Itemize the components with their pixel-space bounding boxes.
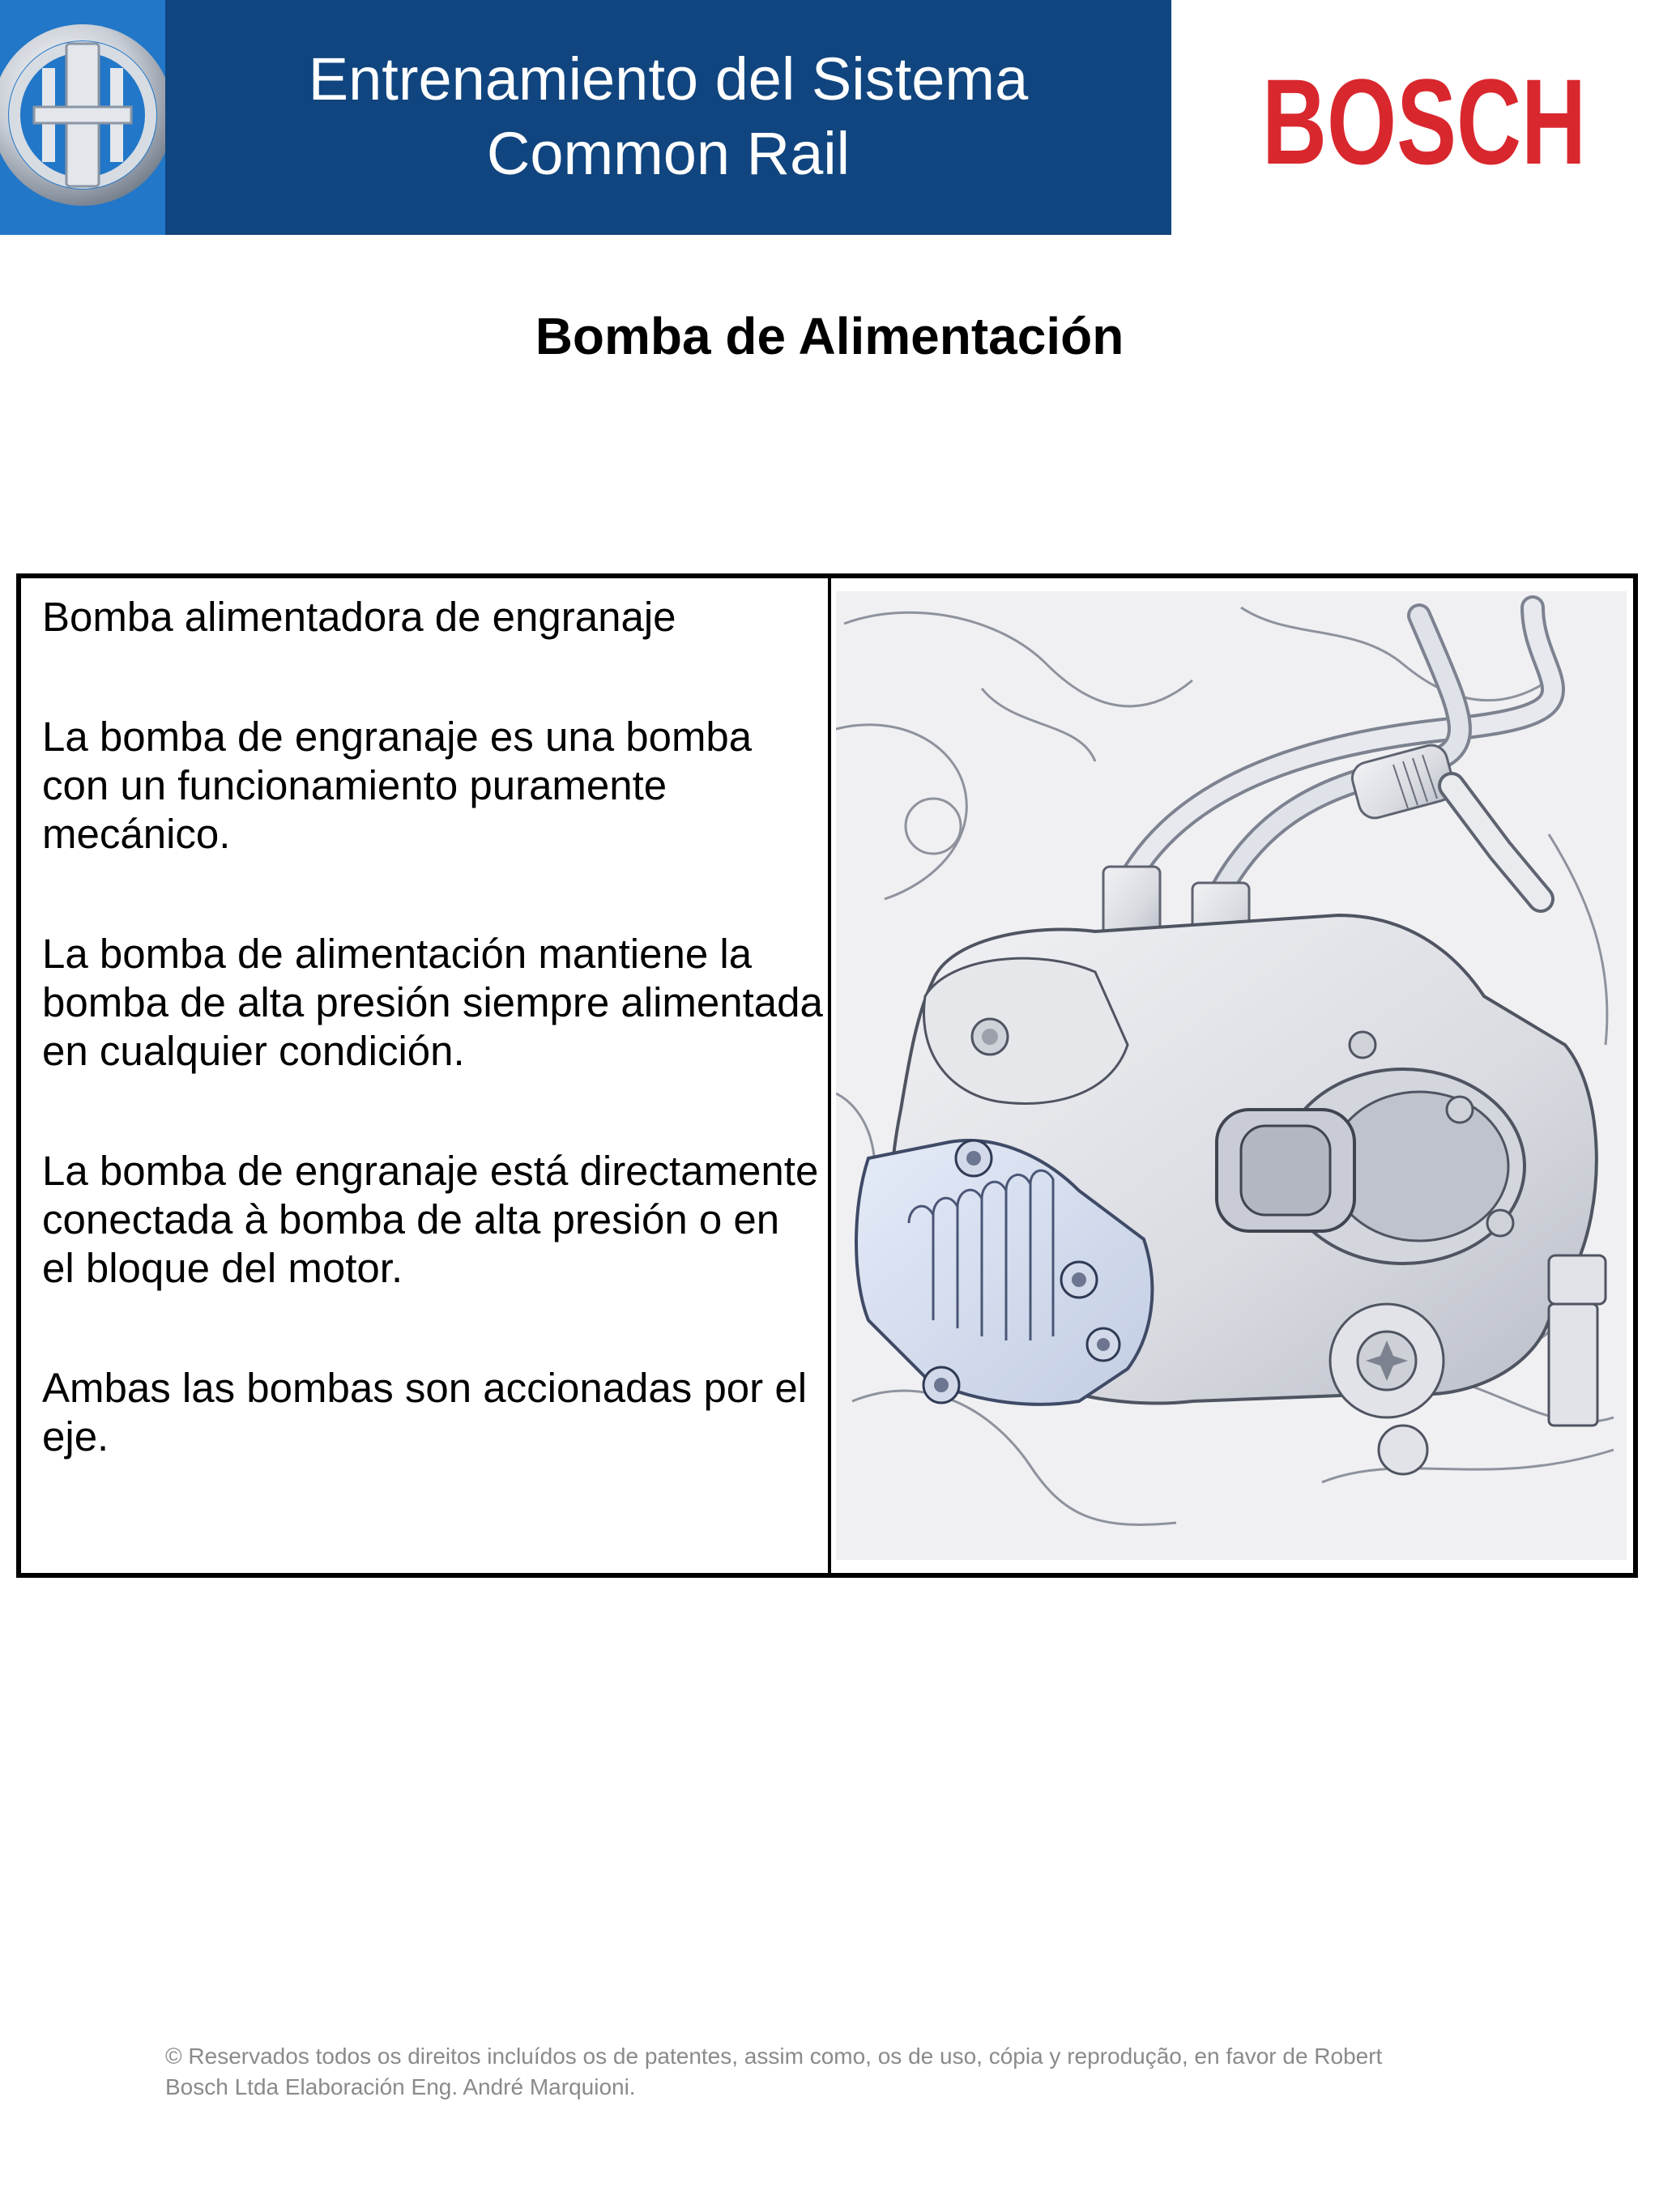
- bosch-brand-wordmark: BOSCH: [1262, 53, 1586, 177]
- paragraph-connection: La bomba de engranaje está directamente …: [42, 1148, 819, 1291]
- logo-box: [0, 0, 165, 235]
- column-divider: [828, 578, 831, 1573]
- header-title-line2: Common Rail: [486, 120, 851, 187]
- paragraph-shaft: Ambas las bombas son accionadas por el e…: [42, 1365, 808, 1460]
- paragraph-gear-pump: La bomba de engranaje es una bomba con u…: [42, 714, 753, 857]
- brand-text: BOSCH: [1262, 53, 1586, 177]
- footer-copyright: © Reservados todos os direitos incluídos…: [165, 2041, 1542, 2103]
- text-column: Bomba alimentadora de engranaje La bomba…: [42, 593, 823, 1532]
- high-pressure-pump-with-gear-pump-illustration: [836, 591, 1627, 1560]
- content-table: Bomba alimentadora de engranaje La bomba…: [16, 573, 1638, 1578]
- footer-copyright-line1: © Reservados todos os direitos incluídos…: [165, 2044, 1383, 2069]
- header-title: Entrenamiento del Sistema Common Rail: [165, 42, 1171, 191]
- header-title-line1: Entrenamiento del Sistema: [308, 45, 1029, 113]
- bosch-armature-logo-icon: [0, 24, 165, 206]
- page-title: Bomba de Alimentación: [535, 307, 1124, 365]
- paragraph-supply-pump: La bomba de alimentación mantiene la bom…: [42, 931, 823, 1074]
- paragraph-heading: Bomba alimentadora de engranaje: [42, 594, 676, 640]
- header-band: Entrenamiento del Sistema Common Rail: [0, 0, 1171, 235]
- footer-copyright-line2: Bosch Ltda Elaboración Eng. André Marqui…: [165, 2074, 636, 2099]
